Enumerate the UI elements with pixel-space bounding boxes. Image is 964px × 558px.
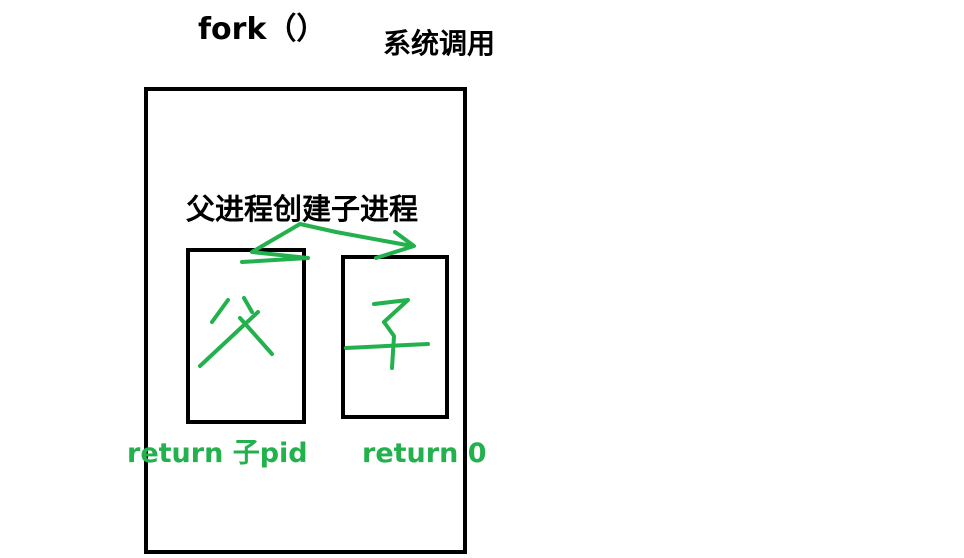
syscall-label: 系统调用 [383,27,496,60]
parent-process-box [186,248,306,424]
parent-return-label: return 子pid [127,438,308,469]
fork-title: fork（） [198,12,327,47]
creation-label: 父进程创建子进程 [186,192,419,226]
child-process-box [341,255,449,419]
child-return-label: return 0 [362,438,487,469]
process-space-box [144,87,467,554]
